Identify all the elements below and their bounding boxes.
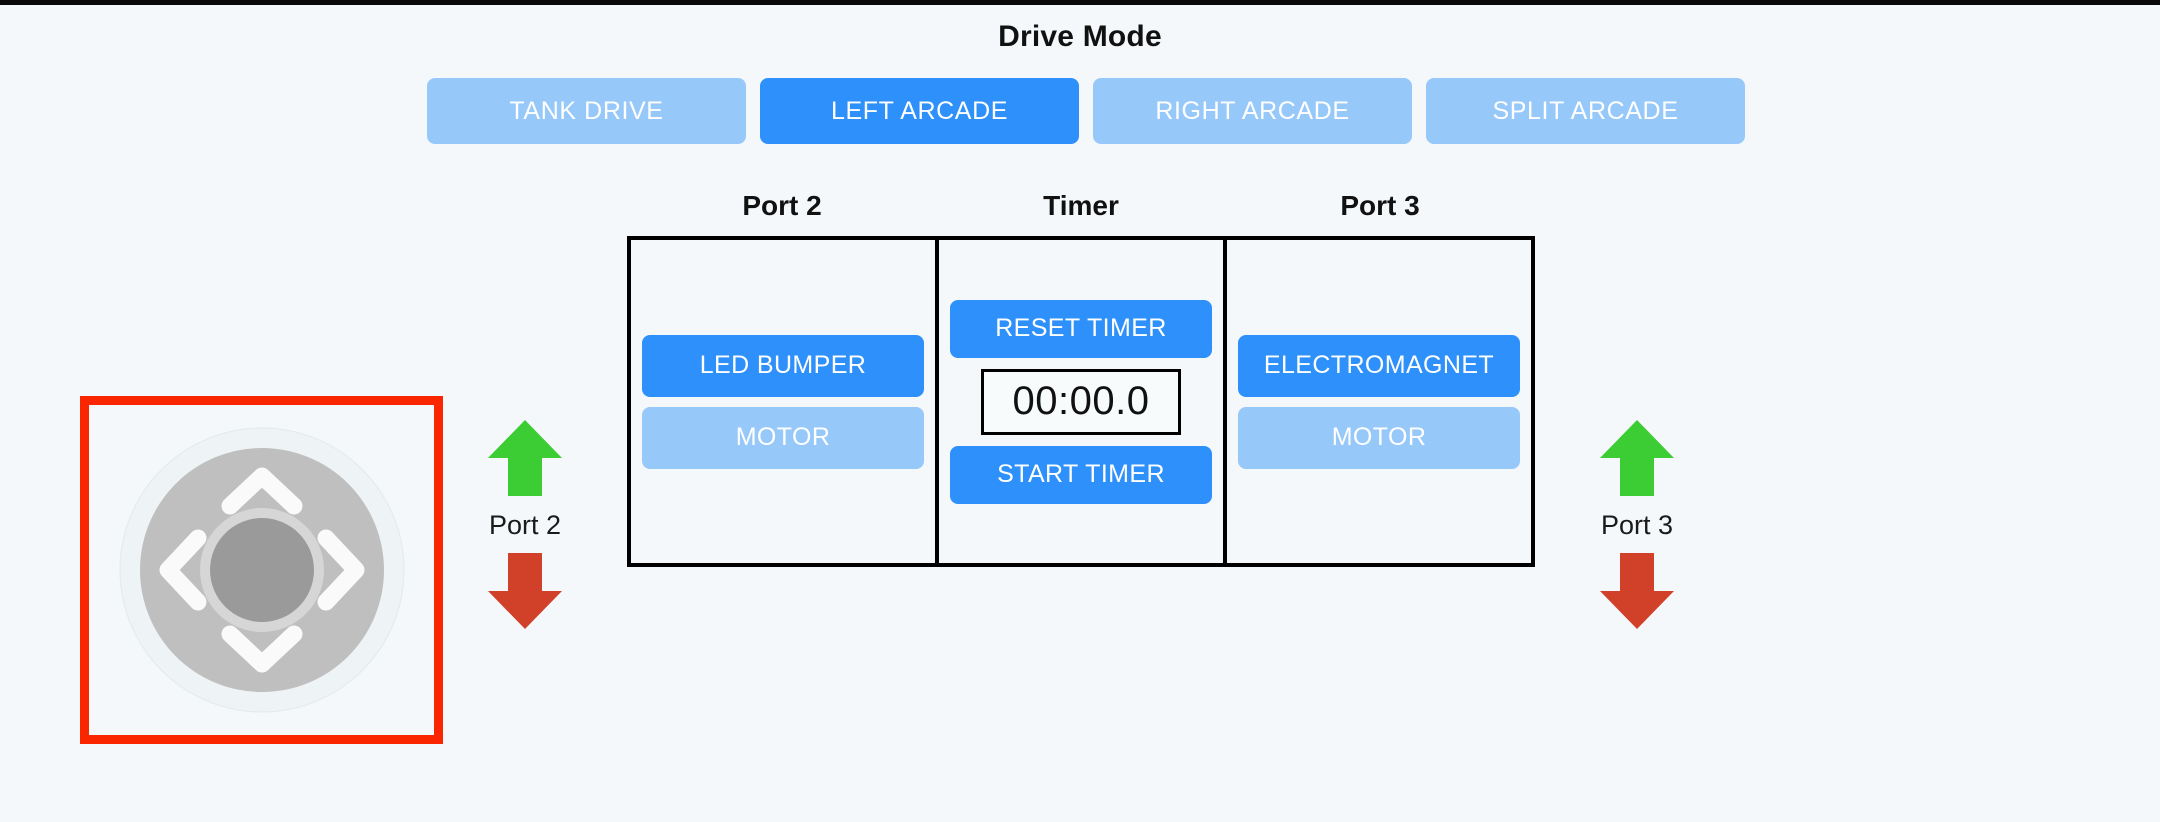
port3-panel: ELECTROMAGNET MOTOR	[1225, 236, 1535, 567]
port2-panel: LED BUMPER MOTOR	[627, 236, 937, 567]
ports-timer-panel: LED BUMPER MOTOR RESET TIMER 00:00.0 STA…	[627, 236, 1535, 567]
dpad-down-chevron-icon[interactable]	[221, 625, 302, 673]
drive-mode-right-arcade[interactable]: RIGHT ARCADE	[1093, 78, 1412, 144]
dpad-selection-frame	[80, 396, 443, 744]
dpad-left-chevron-icon[interactable]	[159, 529, 206, 611]
dpad-right-chevron-icon[interactable]	[317, 529, 364, 611]
drive-mode-tank-drive[interactable]: TANK DRIVE	[427, 78, 746, 144]
port2-header: Port 2	[742, 190, 822, 221]
page-title: Drive Mode	[998, 20, 1162, 53]
port3-electromagnet-button[interactable]: ELECTROMAGNET	[1238, 334, 1520, 397]
port3-arrow-stack: Port 3	[1562, 418, 1712, 631]
drive-mode-split-arcade[interactable]: SPLIT ARCADE	[1426, 78, 1745, 144]
port3-header: Port 3	[1340, 190, 1420, 221]
port3-motor-button[interactable]: MOTOR	[1238, 406, 1520, 469]
start-timer-button[interactable]: START TIMER	[950, 445, 1212, 504]
panel-header-row: Port 2 Timer Port 3	[627, 190, 1535, 222]
port2-arrow-label: Port 2	[488, 510, 562, 540]
port3-down-arrow-icon[interactable]	[1598, 551, 1676, 631]
reset-timer-button[interactable]: RESET TIMER	[950, 299, 1212, 358]
dpad-center-button[interactable]	[209, 518, 314, 622]
dpad-up-chevron-icon[interactable]	[221, 467, 302, 515]
port2-motor-button[interactable]: MOTOR	[642, 406, 924, 469]
directional-pad[interactable]	[112, 420, 412, 720]
port2-down-arrow-icon[interactable]	[486, 551, 564, 631]
port3-arrow-label: Port 3	[1600, 510, 1674, 540]
port2-arrow-stack: Port 2	[450, 418, 600, 631]
drive-mode-button-group: TANK DRIVE LEFT ARCADE RIGHT ARCADE SPLI…	[427, 78, 1745, 144]
port3-up-arrow-icon[interactable]	[1598, 418, 1676, 498]
timer-panel: RESET TIMER 00:00.0 START TIMER	[937, 236, 1225, 567]
timer-display: 00:00.0	[981, 368, 1181, 435]
port2-up-arrow-icon[interactable]	[486, 418, 564, 498]
timer-header: Timer	[1043, 190, 1119, 221]
top-edge-bar	[0, 0, 2160, 5]
drive-mode-left-arcade[interactable]: LEFT ARCADE	[760, 78, 1079, 144]
port2-led-bumper-button[interactable]: LED BUMPER	[642, 334, 924, 397]
